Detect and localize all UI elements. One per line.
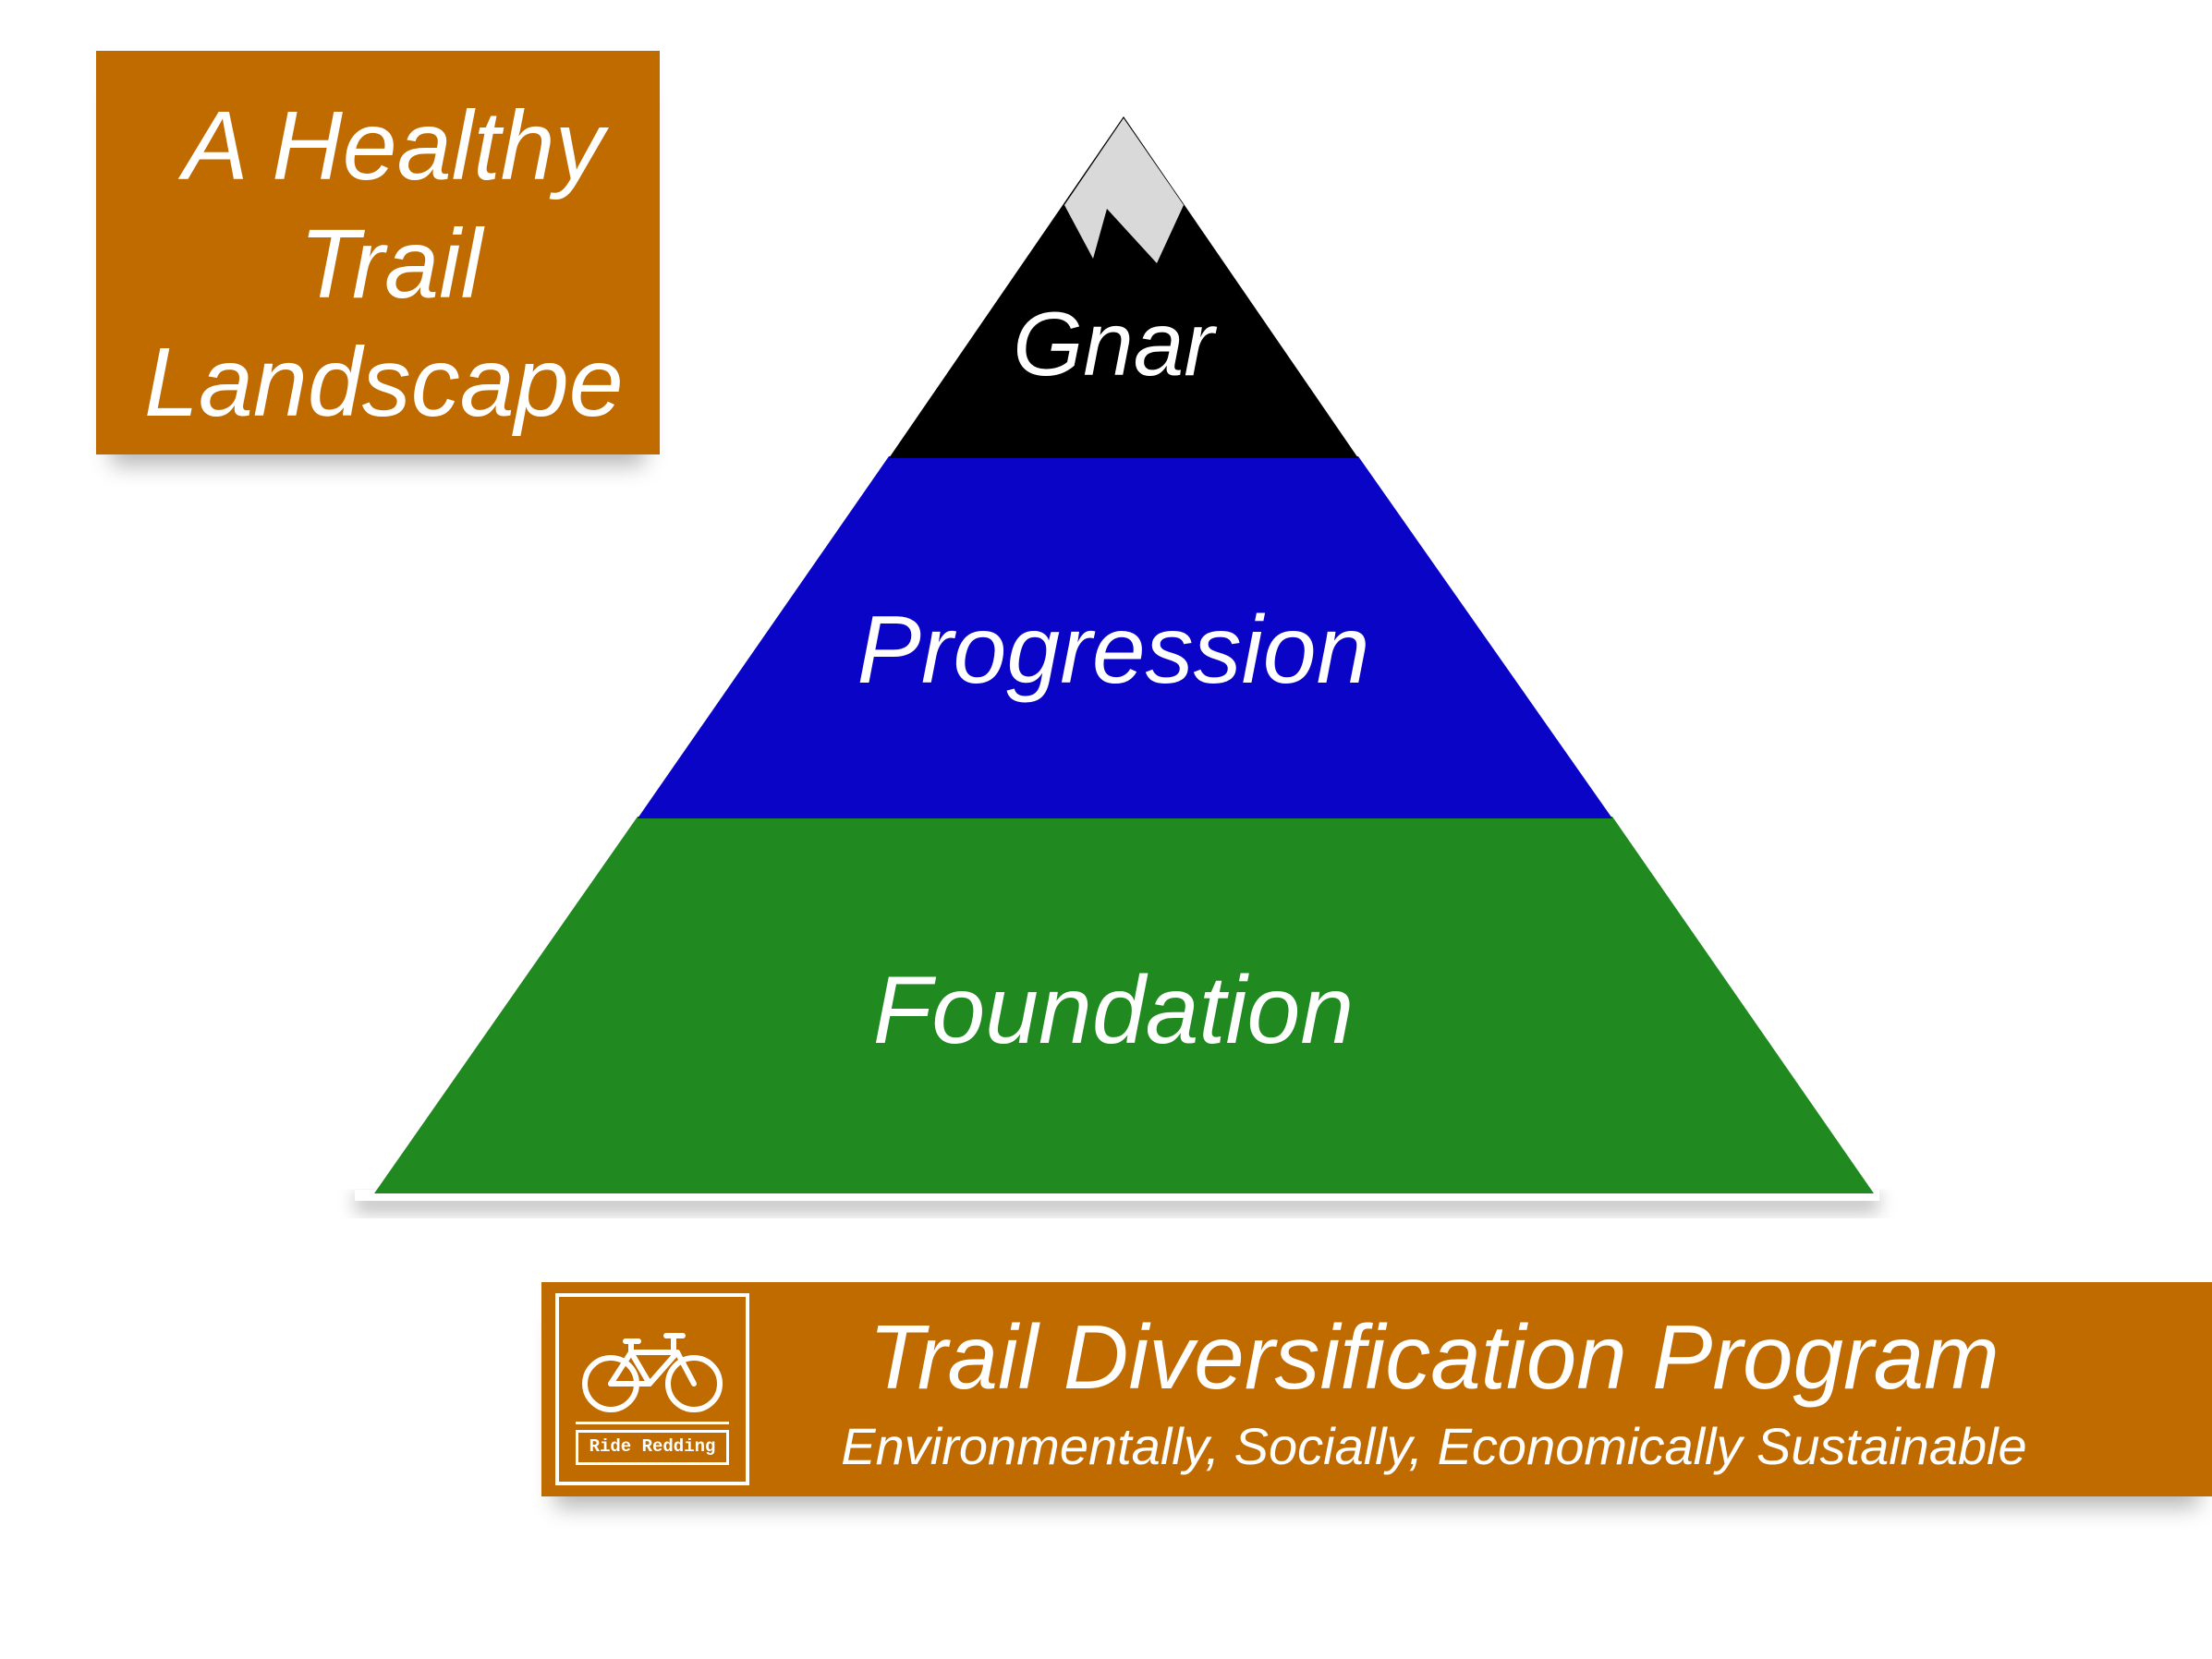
logo-text: Ride Redding (589, 1436, 716, 1457)
logo-label-box: Ride Redding (576, 1430, 729, 1465)
title-line-2: Trail (299, 210, 483, 319)
layer-label-gnar: Gnar (1013, 293, 1214, 394)
program-subtitle: Environmentally, Socially, Economically … (841, 1417, 2027, 1475)
logo-divider (576, 1422, 729, 1424)
title-line-3: Landscape (144, 328, 624, 437)
pyramid-snowcap (1064, 118, 1184, 263)
pyramid-layer-gnar (889, 116, 1358, 458)
title-box: A Healthy Trail Landscape (96, 51, 660, 454)
layer-label-foundation: Foundation (872, 957, 1355, 1064)
pyramid-layer-foundation (374, 817, 1874, 1193)
layer-label-progression: Progression (857, 597, 1370, 704)
ride-redding-logo: Ride Redding (555, 1293, 749, 1485)
title-line-1: A Healthy (183, 91, 604, 200)
program-title: Trail Diversification Program (869, 1306, 1999, 1408)
program-banner: Ride Redding Trail Diversification Progr… (541, 1282, 2212, 1496)
pyramid-layer-progression (638, 456, 1612, 818)
bicycle-icon (582, 1333, 723, 1412)
